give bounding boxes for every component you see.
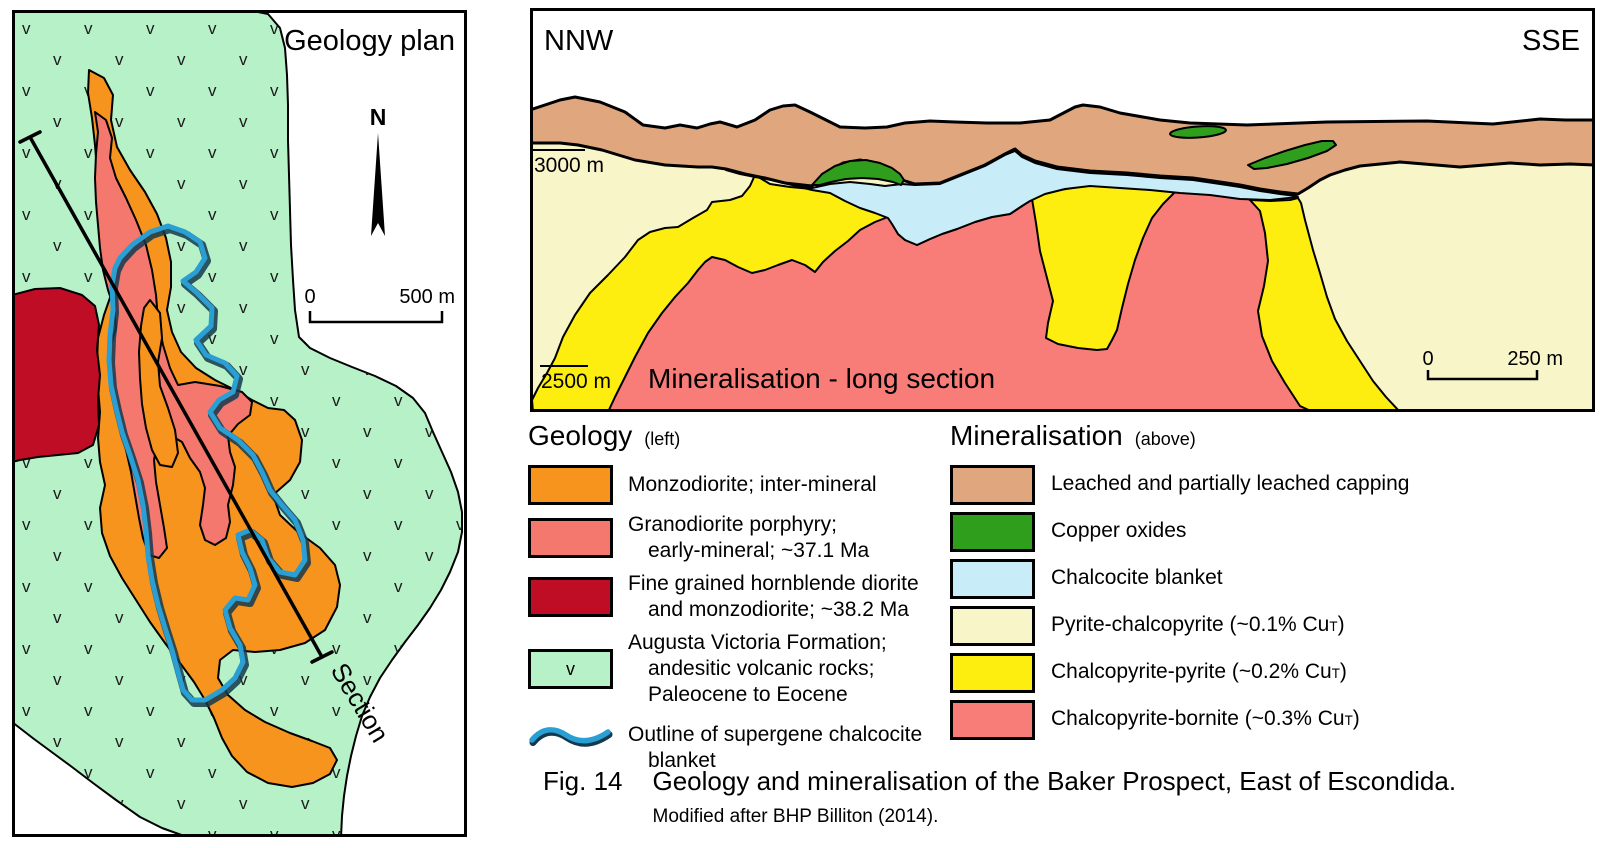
figure-number: Fig. 14	[543, 766, 623, 796]
legend-label-line: early-mineral; ~37.1 Ma	[648, 539, 870, 562]
map-title: Geology plan	[284, 25, 455, 57]
legend-label-line: andesitic volcanic rocks;	[648, 657, 875, 680]
caption-text: Geology and mineralisation of the Baker …	[652, 766, 1457, 796]
chalcocite-outline-icon	[529, 727, 613, 747]
legend-geology: Geology (left) Monzodiorite; inter-minera…	[528, 420, 943, 781]
legend-label-line: and monzodiorite; ~38.2 Ma	[648, 598, 909, 621]
legend-label-line: Monzodiorite; inter-mineral	[628, 473, 877, 496]
legend-item-chalcocite-blanket: Chalcocite blanket	[950, 559, 1510, 599]
map-border	[12, 10, 467, 837]
augusta-victoria-swatch: v	[528, 649, 613, 689]
figure-caption: Fig. 14 Geology and mineralisation of th…	[543, 766, 1456, 828]
legend-item-chalcopyrite-pyrite: Chalcopyrite-pyrite (~0.2% CuT)	[950, 653, 1510, 693]
copper-oxides-lens-right	[1247, 140, 1337, 170]
legend-mineralisation-title-row: Mineralisation (above)	[950, 420, 1510, 452]
v-symbol: v	[566, 658, 575, 679]
legend-item-augusta-victoria: v Augusta Victoria Formation; andesitic …	[528, 630, 943, 708]
chalcopyrite-pyrite-swatch	[950, 653, 1035, 693]
svg-text:500 m: 500 m	[399, 286, 455, 308]
svg-text:250 m: 250 m	[1507, 348, 1563, 370]
section-left-label: NNW	[544, 25, 614, 57]
chalcocite-blanket-region	[725, 150, 1299, 246]
pyrite-chalcopyrite-swatch	[950, 606, 1035, 646]
geology-plan-map: v v Section Geology plan N	[12, 10, 467, 837]
chalcocite-blanket-swatch	[950, 559, 1035, 599]
legend-label-line: Outline of supergene chalcocite	[628, 723, 923, 746]
legend-label-line: Fine grained hornblende diorite	[628, 572, 919, 595]
legend-item-chalcocite-outline: Outline of supergene chalcocite blanket	[528, 722, 943, 774]
legend-geology-subtitle: (left)	[644, 429, 681, 449]
legend-label-line: Granodiorite porphyry;	[628, 513, 837, 536]
legend-geology-title-row: Geology (left)	[528, 420, 943, 452]
legend-mineralisation-title: Mineralisation	[950, 420, 1123, 451]
mineralisation-long-section: NNW SSE Mineralisation - long section 30…	[530, 8, 1595, 412]
section-scale-bar: 0 250 m	[1422, 348, 1563, 381]
legend-item-pyrite-chalcopyrite: Pyrite-chalcopyrite (~0.1% CuT)	[950, 606, 1510, 646]
section-border	[530, 8, 1595, 412]
copper-oxides-lens-upper	[1169, 125, 1227, 139]
legend-label-line: Augusta Victoria Formation;	[628, 631, 887, 654]
granodiorite-swatch	[528, 518, 613, 558]
legend-label-line: Paleocene to Eocene	[648, 683, 848, 706]
legend-label-line: blanket	[648, 749, 716, 772]
hornblende-diorite-swatch	[528, 577, 613, 617]
svg-text:0: 0	[1422, 348, 1433, 370]
legend-item-copper-oxides: Copper oxides	[950, 512, 1510, 552]
copper-oxides-lens-left	[811, 159, 905, 186]
legend-mineralisation: Mineralisation (above) Leached and partia…	[950, 420, 1510, 747]
leached-capping-swatch	[950, 465, 1035, 505]
hornblende-diorite-region	[12, 287, 101, 463]
north-arrow: N	[370, 104, 387, 236]
monzodiorite-swatch	[528, 465, 613, 505]
svg-text:2500 m: 2500 m	[541, 370, 611, 393]
copper-oxides-swatch	[950, 512, 1035, 552]
north-label: N	[370, 104, 387, 130]
legend-item-chalcopyrite-bornite: Chalcopyrite-bornite (~0.3% CuT)	[950, 700, 1510, 740]
legend-geology-title: Geology	[528, 420, 633, 451]
legend-item-monzodiorite: Monzodiorite; inter-mineral	[528, 465, 943, 505]
legend-item-granodiorite: Granodiorite porphyry; early-mineral; ~3…	[528, 512, 943, 564]
elevation-3000: 3000 m	[533, 149, 604, 177]
caption-credit: Modified after BHP Billiton (2014).	[652, 806, 939, 827]
section-title: Mineralisation - long section	[648, 363, 995, 394]
monzodiorite-inner-finger	[138, 299, 179, 468]
section-right-label: SSE	[1522, 25, 1580, 57]
elevation-2500: 2500 m	[540, 365, 611, 393]
chalcocite-outline	[106, 223, 311, 707]
map-scale-bar: 0 500 m	[304, 286, 455, 324]
svg-text:3000 m: 3000 m	[534, 154, 604, 177]
legend-mineralisation-subtitle: (above)	[1134, 429, 1196, 449]
legend-item-leached-capping: Leached and partially leached capping	[950, 465, 1510, 505]
chalcopyrite-bornite-swatch	[950, 700, 1035, 740]
svg-text:0: 0	[304, 286, 315, 308]
legend-item-hornblende-diorite: Fine grained hornblende diorite and monz…	[528, 571, 943, 623]
